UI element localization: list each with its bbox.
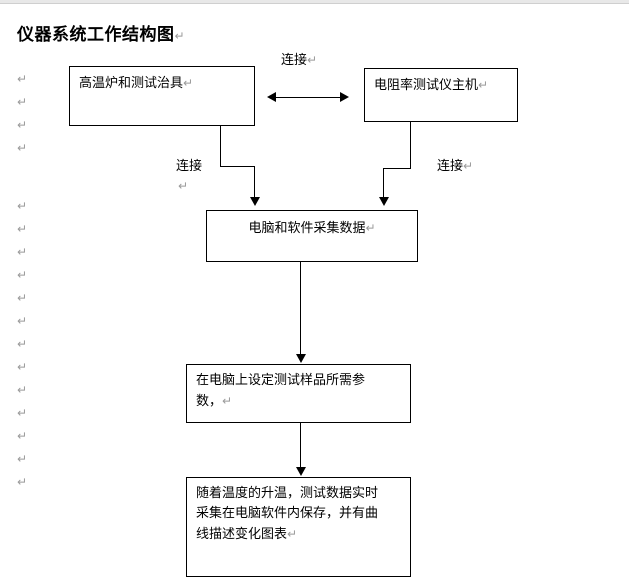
edge-label-link-top: 连接↵: [281, 53, 318, 68]
paragraph-mark-icon: ↵: [17, 141, 28, 155]
flowchart-node-label: 在电脑上设定测试样品所需参 数，↵: [196, 373, 366, 409]
flowchart-node-label: 电阻率测试仪主机↵: [374, 78, 489, 93]
paragraph-mark-icon: ↵: [174, 29, 185, 43]
paragraph-mark-icon: ↵: [463, 159, 474, 173]
connector-line: [300, 423, 301, 473]
paragraph-mark-icon: ↵: [17, 72, 28, 86]
flowchart-node-label: 电脑和软件采集数据↵: [248, 221, 376, 236]
paragraph-mark-icon: ↵: [17, 95, 28, 109]
flowchart-node-set-parameters[interactable]: 在电脑上设定测试样品所需参 数，↵: [186, 364, 411, 423]
arrow-head-down-icon: [250, 197, 260, 206]
paragraph-mark-icon: ↵: [17, 406, 28, 420]
paragraph-mark-icon: ↵: [17, 199, 28, 213]
paragraph-mark-icon: ↵: [222, 394, 233, 408]
paragraph-mark-icon: ↵: [17, 475, 28, 489]
arrow-head-left-icon: [267, 92, 276, 102]
connector-line: [254, 166, 255, 198]
page-top-rule: [0, 0, 629, 4]
paragraph-mark-icon: ↵: [17, 360, 28, 374]
connector-line: [410, 122, 411, 169]
paragraph-mark-icon: ↵: [17, 245, 28, 259]
connector-line: [300, 262, 301, 360]
flowchart-node-realtime-record[interactable]: 随着温度的升温，测试数据实时 采集在电脑软件内保存，并有曲 线描述变化图表↵: [186, 477, 411, 577]
paragraph-mark-icon: ↵: [17, 222, 28, 236]
paragraph-mark-icon: ↵: [17, 429, 28, 443]
paragraph-mark-icon: ↵: [307, 53, 318, 67]
connector-line: [220, 166, 255, 167]
arrow-head-down-icon: [296, 354, 306, 363]
flowchart-node-pc-software-acquire[interactable]: 电脑和软件采集数据↵: [206, 210, 418, 262]
edge-label-link-left: 连接: [176, 159, 203, 174]
paragraph-mark-icon: ↵: [17, 118, 28, 132]
paragraph-mark-icon: ↵: [17, 452, 28, 466]
paragraph-mark-icon: ↵: [17, 337, 28, 351]
flowchart-node-label: 高温炉和测试治具↵: [79, 76, 194, 91]
connector-line: [383, 168, 384, 198]
flowchart-node-label: 随着温度的升温，测试数据实时 采集在电脑软件内保存，并有曲 线描述变化图表↵: [196, 486, 379, 542]
flowchart-node-furnace[interactable]: 高温炉和测试治具↵: [69, 66, 255, 126]
edge-label-link-right: 连接↵: [437, 159, 474, 174]
arrow-head-down-icon: [379, 197, 389, 206]
page-title-text: 仪器系统工作结构图: [17, 25, 175, 45]
paragraph-mark-icon: ↵: [17, 291, 28, 305]
paragraph-mark-icon: ↵: [365, 221, 376, 235]
paragraph-mark-icon: ↵: [17, 383, 28, 397]
paragraph-mark-icon: ↵: [178, 179, 189, 193]
paragraph-mark-icon: ↵: [478, 78, 489, 92]
paragraph-mark-icon: ↵: [17, 268, 28, 282]
paragraph-mark-icon: ↵: [17, 314, 28, 328]
flowchart-node-resistivity-tester[interactable]: 电阻率测试仪主机↵: [364, 68, 518, 122]
arrow-head-right-icon: [340, 92, 349, 102]
page-title: 仪器系统工作结构图↵: [17, 20, 185, 45]
connector-line: [220, 126, 221, 167]
connector-line: [275, 97, 343, 98]
paragraph-mark-icon: ↵: [183, 76, 194, 90]
connector-line: [383, 168, 411, 169]
paragraph-mark-icon: ↵: [287, 527, 298, 541]
arrow-head-down-icon: [296, 467, 306, 476]
